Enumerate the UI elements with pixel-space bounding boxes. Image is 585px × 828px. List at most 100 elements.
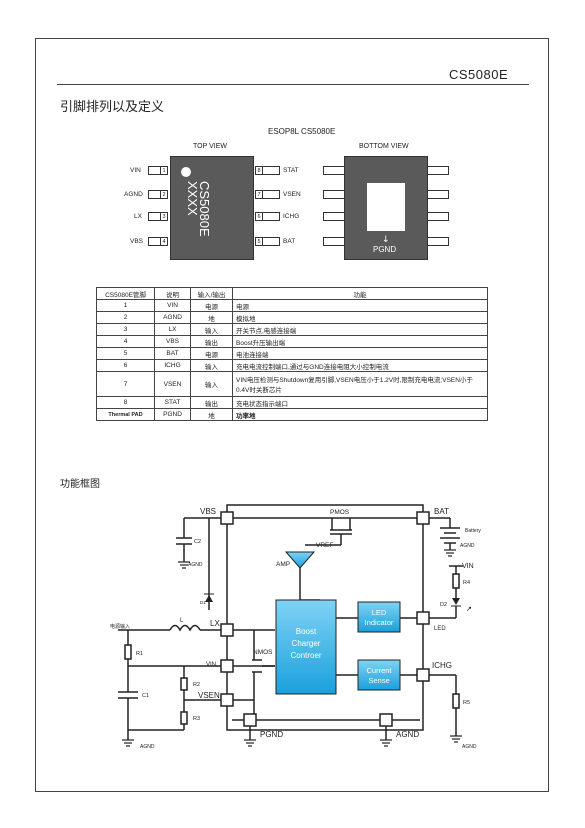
label-agnd-r5: AGND	[462, 744, 477, 750]
pin-label-vbs: VBS	[130, 238, 144, 245]
table-cell: VSEN	[154, 371, 191, 397]
label-vref: VREF	[316, 542, 333, 549]
label-battery: Battery	[465, 528, 481, 534]
label-led: LED	[434, 626, 446, 632]
label-r2: R2	[193, 682, 200, 688]
pin-lead	[262, 237, 280, 246]
label-d1: D1	[200, 600, 206, 605]
label-vin-ext: VIN	[462, 563, 474, 570]
boost-line1: Boost	[296, 627, 317, 636]
pin-number: 3	[160, 212, 168, 221]
pin-square	[220, 623, 234, 637]
header-part-number: CS5080E	[449, 67, 509, 82]
label-d2: D2	[440, 602, 447, 608]
pad-lead	[427, 237, 449, 246]
pin-square	[416, 668, 430, 682]
current-sense-block	[357, 659, 401, 691]
arrow-down-icon: ↓	[382, 235, 390, 245]
pin-label-bat: BAT	[283, 238, 296, 245]
label-vbs: VBS	[200, 507, 216, 516]
label-power-input: 电源输入	[110, 623, 130, 630]
pin-square	[220, 693, 234, 707]
section-pin-definition-title: 引脚排列以及定义	[60, 100, 165, 115]
label-c1: C1	[142, 693, 149, 699]
pin-lead	[262, 166, 280, 175]
label-amp: AMP	[276, 561, 290, 568]
current-line1: Current	[366, 666, 392, 675]
pin-lead	[262, 190, 280, 199]
table-header-row: CS5080E管脚 说明 输入/输出 功能	[96, 287, 488, 300]
label-r1: R1	[136, 651, 143, 657]
pad-lead	[427, 212, 449, 221]
led-indicator-block	[357, 601, 401, 633]
pin-square	[416, 511, 430, 525]
pad-lead	[323, 190, 345, 199]
pin-square	[220, 511, 234, 525]
boost-line2: Charger	[292, 639, 321, 648]
section-block-diagram-title: 功能框图	[60, 479, 100, 490]
label-c2: C2	[194, 539, 201, 545]
led-line1: LED	[372, 608, 387, 617]
pad-lead	[427, 190, 449, 199]
pin-label-vin: VIN	[130, 167, 141, 174]
thermal-pad	[367, 183, 405, 231]
pin-lead	[262, 212, 280, 221]
diode-d1-icon	[205, 595, 213, 602]
pad-lead	[323, 237, 345, 246]
table-cell: 输入	[190, 371, 233, 397]
label-pmos: PMOS	[330, 509, 350, 516]
label-r3: R3	[193, 716, 200, 722]
diode-d2-icon	[452, 598, 460, 605]
boost-line3: Controer	[290, 651, 321, 660]
label-agnd-left: AGND	[140, 744, 155, 750]
pad-lead	[323, 166, 345, 175]
pin-label-lx: LX	[134, 213, 142, 220]
label-agnd-c2: AGND	[188, 562, 203, 568]
pin-square	[416, 611, 430, 625]
amp-triangle	[284, 551, 316, 569]
label-vsen: VSEN	[198, 691, 220, 700]
label-bat: BAT	[434, 507, 449, 516]
pin1-dot	[181, 167, 191, 177]
label-r5: R5	[463, 700, 470, 706]
label-r4: R4	[463, 580, 470, 586]
pin-label-agnd: AGND	[124, 191, 143, 198]
label-agnd-battery: AGND	[460, 543, 475, 549]
pad-label: PGND	[373, 245, 397, 254]
light-emit-icon: ↗	[466, 606, 472, 613]
package-title: ESOP8L CS5080E	[268, 127, 336, 136]
header-rule	[57, 84, 529, 85]
pin-number: 1	[160, 166, 168, 175]
label-pgnd: PGND	[260, 730, 283, 739]
led-line2: Indicator	[365, 618, 394, 627]
label-agnd: AGND	[396, 730, 419, 739]
pin-label-stat: STAT	[283, 167, 299, 174]
label-vin: VIN	[206, 662, 216, 668]
pin-label-ichg: ICHG	[283, 213, 300, 220]
boost-charger-block	[275, 599, 337, 695]
bottom-view-label: BOTTOM VIEW	[359, 143, 409, 150]
label-lx: LX	[210, 619, 220, 628]
pin-square	[243, 713, 257, 727]
label-l: L	[180, 618, 184, 624]
table-cell: 功率地	[232, 408, 488, 421]
top-view-package: CS5080E XXXX	[170, 156, 254, 260]
pin-square	[379, 713, 393, 727]
table-cell: VIN电压检测与Shutdown复用引脚,VSEN电压小于1.2V时,限制充电电…	[232, 371, 488, 397]
pin-square	[220, 659, 234, 673]
top-view-label: TOP VIEW	[193, 143, 227, 150]
pad-lead	[323, 212, 345, 221]
pin-label-vsen: VSEN	[283, 191, 301, 198]
pin-number: 2	[160, 190, 168, 199]
label-nmos: NMOS	[253, 649, 273, 656]
bottom-view-package: ↓ PGND	[344, 156, 428, 260]
pin-number: 4	[160, 237, 168, 246]
